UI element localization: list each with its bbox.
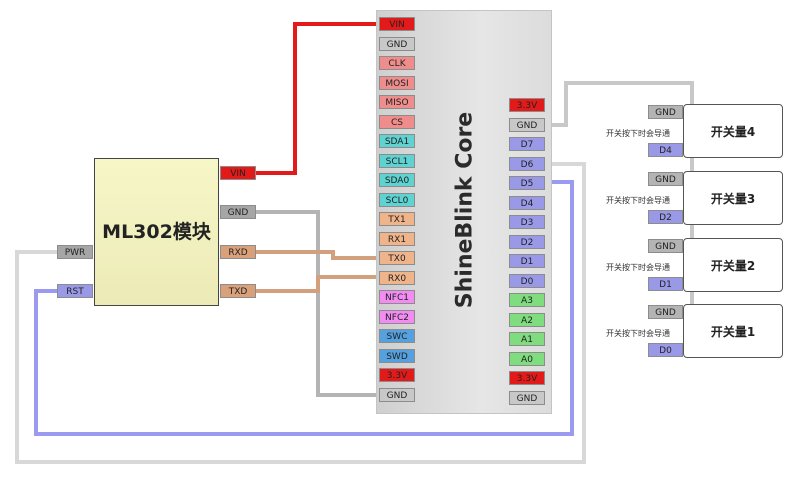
switch-gnd-pin: GND [648, 239, 683, 253]
core-pin-a1-right: A1 [509, 332, 545, 346]
module-pin-vin: VIN [220, 166, 256, 180]
core-pin-tx0-left: TX0 [379, 251, 415, 265]
switch-gnd-pin: GND [648, 305, 683, 319]
core-pin-a3-right: A3 [509, 293, 545, 307]
switch-signal-pin: D2 [648, 210, 683, 224]
core-pin-sda1-left: SDA1 [379, 134, 415, 148]
core-pin-a0-right: A0 [509, 351, 545, 366]
switch-box: 开关量2 [683, 238, 783, 292]
core-pin-d7-right: D7 [509, 137, 545, 151]
wire-rst-d5 [34, 180, 574, 436]
switch-note: 开关按下时会导通 [606, 263, 670, 272]
wire-pwr [15, 162, 586, 464]
core-pin-d0-right: D0 [509, 273, 545, 288]
switch-signal-pin: D0 [648, 343, 683, 357]
core-pin-vin-left: VIN [379, 17, 415, 31]
core-pin-33v-right: 3.3V [509, 371, 545, 385]
core-pin-nfc1-left: NFC1 [379, 290, 415, 304]
core-pin-33v-right: 3.3V [509, 98, 545, 112]
core-pin-gnd-right: GND [509, 117, 545, 132]
core-pin-mosi-left: MOSI [379, 75, 415, 90]
switch-signal-pin: D4 [648, 143, 683, 157]
switch-note: 开关按下时会导通 [606, 329, 670, 338]
core-pin-d1-right: D1 [509, 254, 545, 268]
core-pin-rx1-left: RX1 [379, 231, 415, 246]
core-pin-gnd-right: GND [509, 390, 545, 405]
module-title: ML302模块 [102, 220, 211, 243]
core-pin-gnd-left: GND [379, 387, 415, 402]
core-pin-swc-left: SWC [379, 329, 415, 343]
switch-gnd-pin: GND [648, 172, 683, 186]
core-pin-d2-right: D2 [509, 234, 545, 249]
switch-box: 开关量1 [683, 304, 783, 358]
module-pin-rxd: RXD [220, 245, 256, 259]
core-pin-cs-left: CS [379, 114, 415, 129]
module-pin-rst: RST [57, 284, 93, 298]
module-pin-txd: TXD [220, 284, 256, 298]
core-pin-d6-right: D6 [509, 156, 545, 171]
core-pin-d4-right: D4 [509, 195, 545, 210]
core-title: ShineBlink Core [452, 111, 478, 309]
switch-note: 开关按下时会导通 [606, 196, 670, 205]
core-pin-d5-right: D5 [509, 176, 545, 190]
core-pin-nfc2-left: NFC2 [379, 309, 415, 324]
core-pin-clk-left: CLK [379, 56, 415, 70]
core-pin-sda0-left: SDA0 [379, 173, 415, 187]
switch-note: 开关按下时会导通 [606, 129, 670, 138]
switch-box: 开关量3 [683, 171, 783, 225]
wire-gnd [255, 210, 386, 397]
switch-gnd-pin: GND [648, 105, 683, 119]
wire-vin [255, 22, 386, 175]
wire-txd-rx0 [255, 275, 386, 293]
core-pin-a2-right: A2 [509, 312, 545, 327]
core-pin-33v-left: 3.3V [379, 368, 415, 382]
core-pin-tx1-left: TX1 [379, 212, 415, 226]
switch-signal-pin: D1 [648, 277, 683, 291]
ml302-module: ML302模块 [94, 158, 219, 306]
wire-rxd-tx0 [255, 250, 386, 260]
core-pin-d3-right: D3 [509, 215, 545, 229]
module-pin-gnd: GND [220, 205, 256, 219]
core-pin-scl0-left: SCL0 [379, 192, 415, 207]
core-pin-rx0-left: RX0 [379, 270, 415, 285]
core-pin-gnd-left: GND [379, 36, 415, 51]
core-pin-miso-left: MISO [379, 95, 415, 109]
core-pin-swd-left: SWD [379, 348, 415, 363]
switch-box: 开关量4 [683, 104, 783, 158]
core-pin-scl1-left: SCL1 [379, 153, 415, 168]
module-pin-pwr: PWR [57, 245, 93, 259]
